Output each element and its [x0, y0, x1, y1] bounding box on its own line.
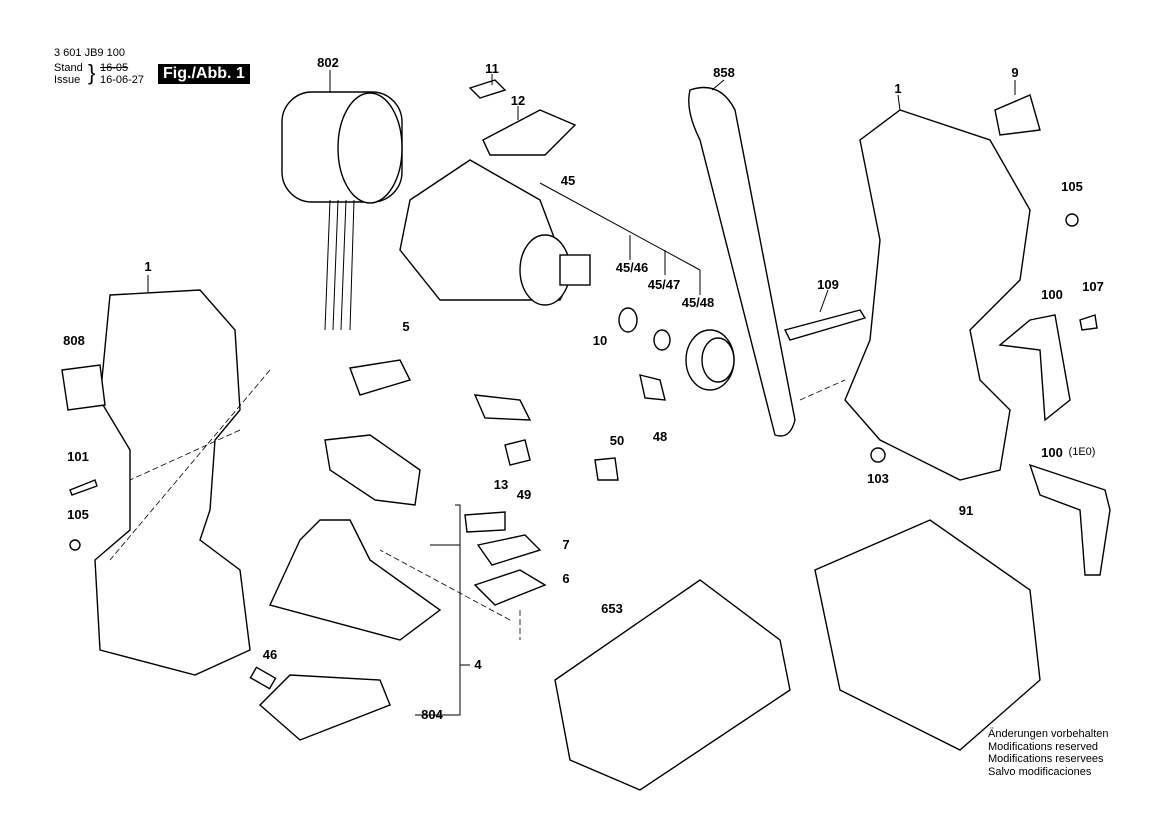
strap-drawing [688, 86, 796, 437]
part-label: 45/47 [647, 277, 681, 292]
part-label: 13 [493, 477, 509, 492]
part-label: 804 [421, 707, 443, 722]
note-line: Salvo modificaciones [988, 765, 1092, 778]
figure-label: Fig./Abb. 1 [158, 64, 250, 84]
part-label: 107 [1082, 279, 1104, 294]
issue-label: Issue [54, 74, 81, 86]
battery-drawing [814, 519, 1041, 751]
housing-left-drawing [94, 289, 251, 676]
clip-drawing [468, 79, 507, 99]
gear-housing-drawing [399, 159, 591, 306]
part-label: 6 [562, 571, 570, 586]
motor-drawing [281, 91, 403, 331]
part-label: 105 [1061, 179, 1083, 194]
stand-value: 16-05 [100, 62, 129, 74]
part-label: 1 [894, 81, 902, 96]
stand-label: Stand [54, 62, 83, 74]
part-label: 100 [1041, 287, 1063, 302]
issue-value: 16-06-27 [100, 74, 145, 86]
part-label: 7 [562, 537, 570, 552]
part-label: 5 [402, 319, 410, 334]
part-label: 46 [262, 647, 278, 662]
part-label: 48 [652, 429, 668, 444]
part-label: 653 [601, 601, 623, 616]
part-label: 1 [144, 259, 152, 274]
part-label: 105 [67, 507, 89, 522]
part-label: 45/48 [681, 295, 715, 310]
part-label: 109 [817, 277, 839, 292]
part-label: 49 [516, 487, 532, 502]
belt-clip-1e0-drawing [1028, 463, 1111, 576]
brace: } [88, 60, 96, 85]
screw-101-drawing [69, 479, 98, 496]
part-label: 50 [609, 433, 625, 448]
part-label: 101 [67, 449, 89, 464]
modification-notes: Änderungen vorbehalten Modifications res… [988, 728, 1108, 778]
label-808-drawing [61, 364, 106, 411]
cover-804-drawing [258, 674, 391, 741]
belt-clip-drawing [998, 314, 1071, 422]
part-label: 858 [713, 65, 735, 80]
part-label: 4 [474, 657, 482, 672]
cover-drawing [482, 109, 577, 156]
part-label: 45/46 [615, 260, 649, 275]
bit-drawing [783, 309, 867, 341]
part-label: 808 [63, 333, 85, 348]
part-label-variant: (1E0) [1068, 446, 1096, 458]
part-label: 802 [317, 55, 339, 70]
part-label: 11 [485, 61, 499, 76]
part-label: 10 [592, 333, 608, 348]
note-line: Änderungen vorbehalten [988, 728, 1109, 740]
part-label: 45 [560, 173, 576, 188]
switch-drawing [324, 434, 421, 506]
slider-5-drawing [349, 359, 411, 396]
part-label: 91 [958, 503, 974, 518]
part-label: 12 [510, 93, 526, 108]
note-line: Modifications reservees [988, 753, 1104, 765]
part-number: 3 601 JB9 100 [54, 47, 125, 59]
part-label: 9 [1011, 65, 1019, 80]
base-drawing [269, 519, 442, 641]
housing-right-drawing [844, 109, 1031, 481]
label-plate-drawing [994, 94, 1041, 136]
note-line: Modifications reserved [988, 740, 1099, 753]
part-label: 100 [1041, 445, 1063, 460]
part-label: 103 [867, 471, 889, 486]
charger-drawing [554, 579, 791, 791]
